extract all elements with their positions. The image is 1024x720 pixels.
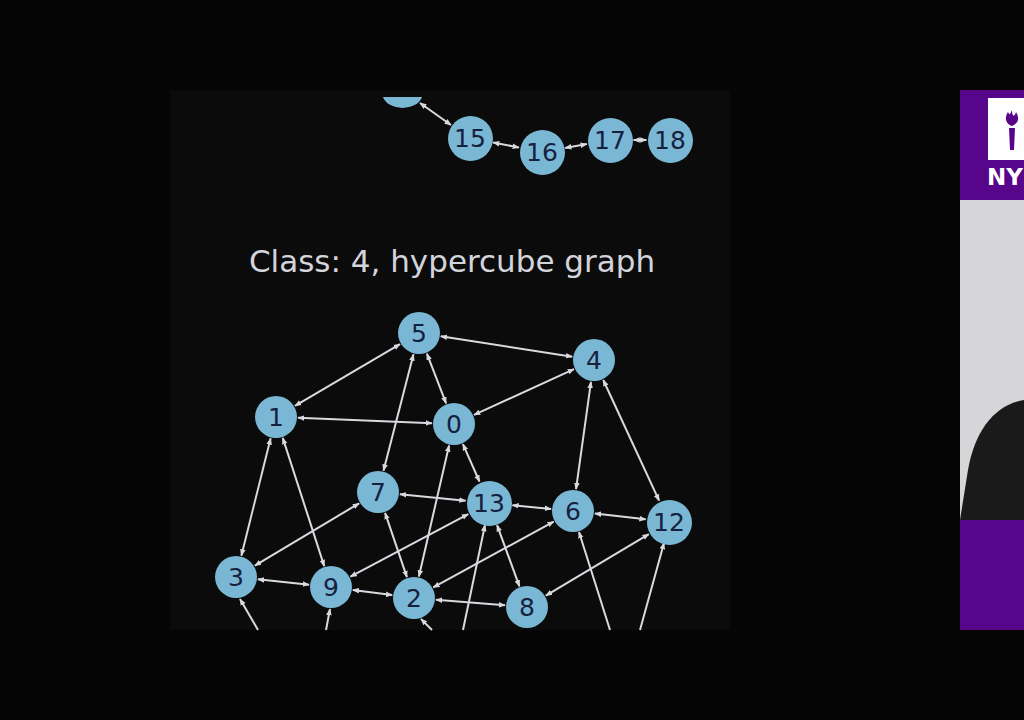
graph-edge: [419, 445, 449, 576]
side-banner: [960, 90, 1024, 630]
speaker-video: [960, 200, 1024, 520]
edge-stub: [579, 532, 610, 630]
graph-node: 4: [573, 339, 615, 381]
graph-node: 13: [467, 481, 512, 526]
graph-edge: [474, 369, 574, 415]
graph-node: 2: [393, 577, 435, 619]
graph-edge: [385, 513, 407, 577]
graph-edge: [441, 336, 573, 356]
graph-edge: [350, 514, 468, 577]
graph-edge: [565, 144, 587, 148]
graph-node: 6: [552, 490, 594, 532]
graph-edge: [603, 380, 659, 501]
graph-edge: [283, 438, 324, 566]
edge-stub: [421, 619, 432, 630]
node-label: 15: [454, 126, 486, 151]
node-label: 2: [406, 586, 422, 611]
node-label: 12: [653, 510, 685, 535]
node-label: 4: [586, 348, 602, 373]
graph-node: 9: [310, 566, 352, 608]
graph-node: 1: [255, 396, 297, 438]
graph-edge: [595, 514, 646, 520]
graph-edge: [463, 444, 480, 481]
speaker-figure: [960, 400, 1024, 520]
plot-panel: [170, 90, 730, 630]
chart-title: Class: 4, hypercube graph: [249, 243, 655, 279]
graph-edge: [295, 344, 400, 406]
graph-node: 5: [398, 312, 440, 354]
node-label: 7: [370, 480, 386, 505]
node-label: 17: [594, 128, 626, 153]
edge-stub: [326, 609, 330, 630]
node-label: 0: [446, 412, 462, 437]
logo-box: [988, 98, 1024, 160]
edge-stub: [420, 103, 451, 125]
graph-edge: [634, 139, 647, 141]
graph-node: 18: [648, 118, 693, 163]
graph-edge: [493, 142, 519, 147]
logo-text: NY: [987, 164, 1023, 190]
edge-stub: [640, 543, 664, 630]
graph-edge: [427, 354, 446, 404]
graph-node: 0: [433, 403, 475, 445]
edge-stub: [463, 525, 485, 630]
node-label: 3: [228, 565, 244, 590]
graph-edge: [258, 579, 309, 584]
graph-edge: [546, 534, 649, 596]
graph-node: 17: [588, 118, 633, 163]
graph-node: 3: [215, 556, 257, 598]
graph-node: 12: [647, 500, 692, 545]
graph-edge: [255, 503, 359, 565]
graph-edge: [436, 600, 505, 606]
graph-edge: [298, 418, 432, 423]
graph-edge: [433, 522, 553, 588]
edge-stub: [240, 599, 258, 630]
graph-node: 15: [448, 116, 493, 161]
node-label: 5: [411, 321, 427, 346]
graph-edge: [512, 505, 551, 509]
graph-edge: [383, 354, 413, 470]
node-label: 1: [268, 405, 284, 430]
node-label: 16: [526, 140, 558, 165]
node-label: 6: [565, 499, 581, 524]
node-label: 13: [473, 491, 505, 516]
graph-node: 8: [506, 586, 548, 628]
node-label: 9: [323, 575, 339, 600]
node-label: 8: [519, 595, 535, 620]
graph-edge: [241, 438, 270, 555]
graph-node: 16: [520, 130, 565, 175]
graph-edge: [353, 590, 392, 595]
graph-edge: [576, 382, 591, 489]
cut-node: [383, 97, 422, 108]
graph-node: 7: [357, 471, 399, 513]
node-label: 18: [654, 128, 686, 153]
graph-edge: [400, 494, 466, 501]
graph-edge: [497, 525, 519, 586]
logo-torch: [1006, 110, 1018, 150]
